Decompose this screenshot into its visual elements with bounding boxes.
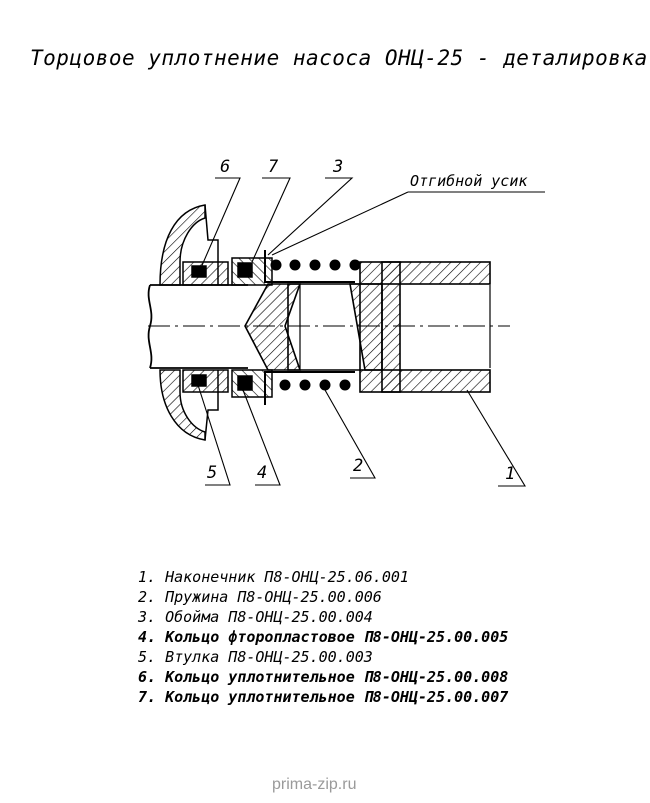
sleeve-5 xyxy=(182,261,229,393)
callout-3: 3 xyxy=(332,157,343,177)
housing-wall xyxy=(159,204,219,441)
leader-lines xyxy=(197,177,545,487)
fluoroplastic-ring-4 xyxy=(231,257,273,398)
tip-1 xyxy=(244,261,491,393)
holder-3 xyxy=(264,250,355,405)
callout-bent-tab: Отгибной усик xyxy=(410,172,528,190)
callout-2: 2 xyxy=(353,456,363,476)
callout-5: 5 xyxy=(207,463,217,483)
parts-list-item: 5. Втулка П8-ОНЦ-25.00.003 xyxy=(138,648,373,666)
callout-7: 7 xyxy=(268,157,279,177)
watermark: prima-zip.ru xyxy=(272,776,357,793)
callout-1: 1 xyxy=(505,464,515,484)
spring-2 xyxy=(270,259,361,391)
parts-list-item: 3. Обойма П8-ОНЦ-25.00.004 xyxy=(138,608,373,626)
callout-labels: 6 7 3 Отгибной усик 5 4 2 1 xyxy=(207,157,528,484)
parts-list: 1. Наконечник П8-ОНЦ-25.06.001 2. Пружин… xyxy=(138,567,618,707)
callout-4: 4 xyxy=(257,463,267,483)
parts-list-item: 2. Пружина П8-ОНЦ-25.00.006 xyxy=(138,588,382,606)
parts-list-item: 4. Кольцо фторопластовое П8-ОНЦ-25.00.00… xyxy=(138,628,509,646)
parts-list-item: 1. Наконечник П8-ОНЦ-25.06.001 xyxy=(138,568,409,586)
parts-list-item: 6. Кольцо уплотнительное П8-ОНЦ-25.00.00… xyxy=(138,668,509,686)
callout-6: 6 xyxy=(220,157,230,177)
parts-list-item: 7. Кольцо уплотнительное П8-ОНЦ-25.00.00… xyxy=(138,688,509,706)
page-title: Торцовое уплотнение насоса ОНЦ-25 - дета… xyxy=(30,46,648,70)
